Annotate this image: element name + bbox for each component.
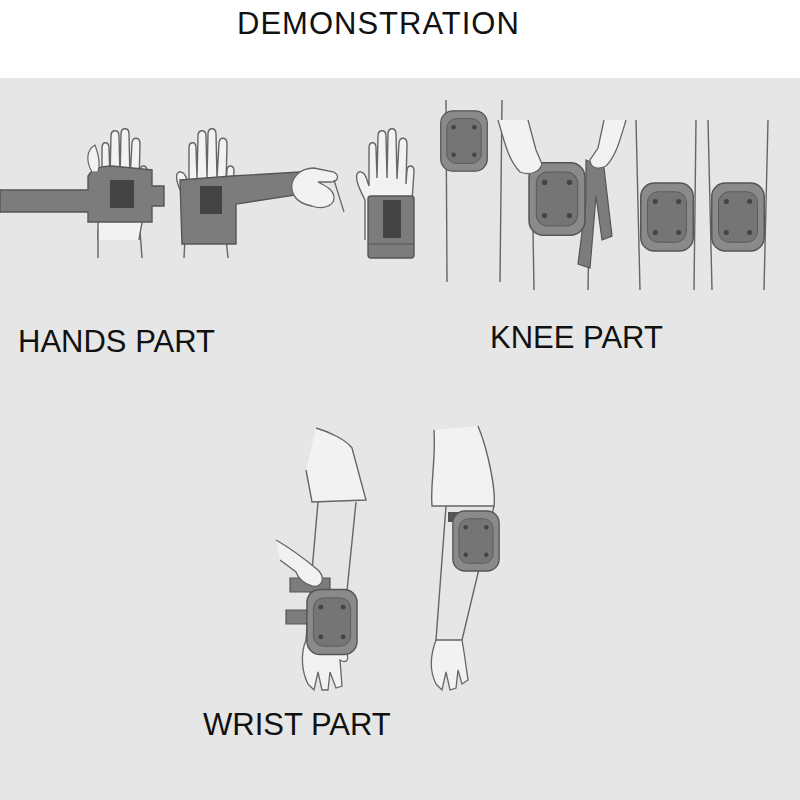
drawing-part: [383, 200, 401, 238]
elbow-pad-step-1: [276, 428, 366, 690]
drawing-part: [276, 540, 322, 586]
drawing-part: [110, 180, 134, 208]
drawing-part: [334, 180, 344, 212]
section-label: WRIST PART: [203, 709, 391, 740]
drawing-part: [88, 145, 99, 172]
drawing-part: [0, 166, 164, 222]
drawing-part: [529, 163, 585, 236]
hand-guard-step-1: [0, 129, 164, 258]
drawing-part: [453, 511, 499, 571]
section-label: KNEE PART: [490, 322, 663, 353]
drawing-part: [590, 120, 626, 168]
drawing-part: [436, 506, 446, 640]
drawing-part: [641, 183, 694, 251]
drawing-part: [368, 196, 414, 258]
knee-pad-step-1: [441, 100, 502, 282]
drawing-part: [636, 120, 640, 290]
drawing-part: [712, 183, 765, 251]
drawing-part: [180, 172, 302, 244]
knee-pad-step-2: [498, 120, 626, 290]
section-label: HANDS PART: [18, 326, 215, 357]
drawing-part: [498, 120, 542, 174]
drawing-part: [200, 186, 222, 214]
page-title: DEMONSTRATION: [237, 8, 520, 39]
drawing-part: [307, 590, 357, 655]
elbow-pad-step-2: [432, 426, 500, 690]
knee-pad-step-3: [636, 120, 768, 290]
drawing-part: [368, 243, 414, 244]
hand-guard-step-2: [177, 129, 344, 258]
drawing-part: [292, 168, 338, 208]
drawing-part: [432, 640, 469, 690]
drawing-part: [306, 428, 366, 502]
hand-guard-step-3: [357, 129, 414, 258]
drawing-part: [441, 111, 488, 171]
drawing-part: [694, 120, 696, 290]
drawing-part: [432, 426, 495, 506]
